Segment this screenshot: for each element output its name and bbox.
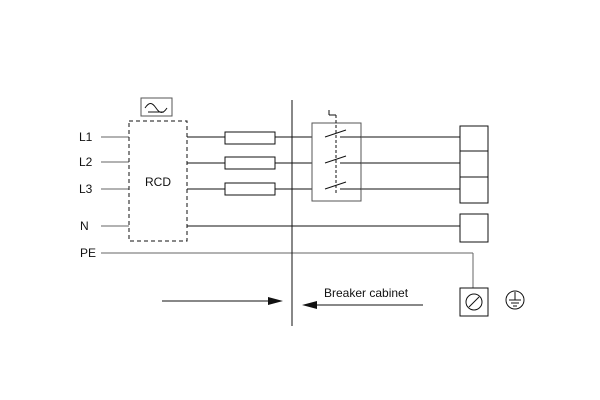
label-l3: L3 [79, 182, 93, 196]
arrow-icon [302, 301, 423, 309]
incoming-leads [101, 136, 129, 227]
neutral-terminal-icon [459, 213, 489, 243]
rcd-label: RCD [145, 175, 171, 189]
ac-sine-wave-icon [140, 97, 173, 117]
label-l2: L2 [79, 155, 93, 169]
terminal-block-icon [459, 125, 489, 204]
fuse-icon [224, 182, 276, 196]
arrow-icon [162, 297, 283, 305]
breaker-cabinet-label: Breaker cabinet [324, 286, 409, 300]
pe-line [101, 252, 474, 288]
label-l1: L1 [79, 130, 93, 144]
rcd-box [128, 120, 188, 242]
fuse-icon [224, 156, 276, 170]
fuse-icon [224, 131, 276, 145]
ground-terminal-icon [459, 287, 489, 317]
earth-ground-icon [505, 290, 525, 310]
label-n: N [80, 219, 89, 233]
three-pole-switch-icon [311, 110, 362, 202]
label-pe: PE [80, 246, 96, 260]
